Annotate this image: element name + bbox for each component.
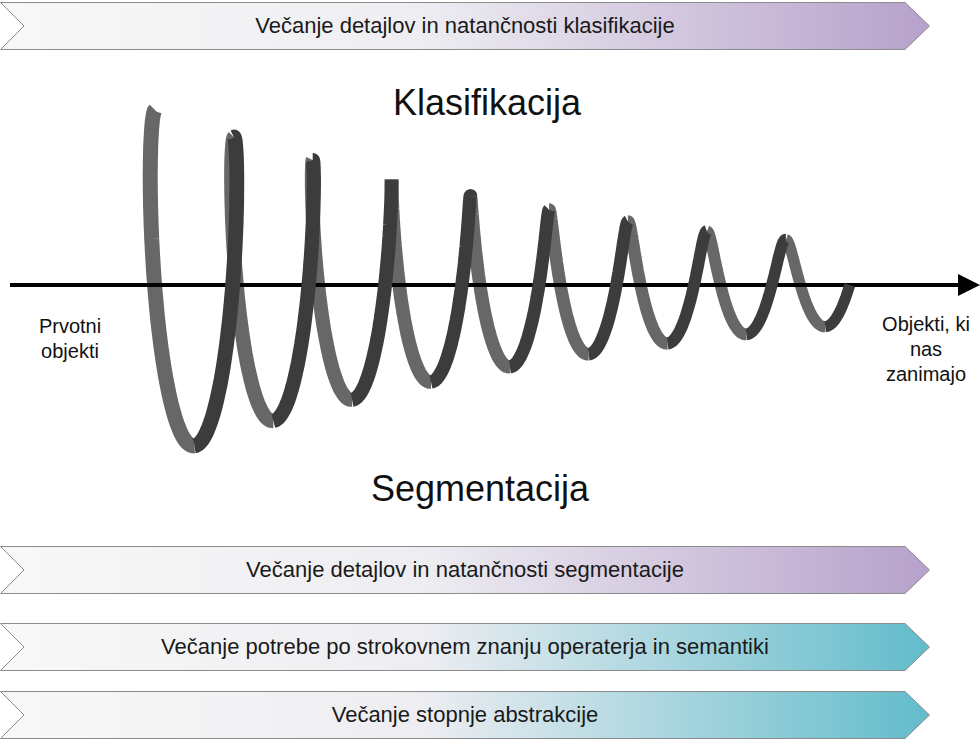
chevron-outline (1, 3, 930, 50)
spiral-ribbon (628, 221, 668, 343)
axis-end-label: Prvotni objekti (15, 314, 125, 364)
spiral-back (150, 110, 825, 446)
band-text: Večanje stopnje abstrakcije (0, 691, 930, 739)
spiral-ribbon (825, 285, 850, 327)
spiral-ribbon (510, 210, 549, 367)
axis-line (10, 283, 962, 287)
band-text: Večanje potrebe po strokovnem znanju ope… (0, 623, 930, 671)
spiral-ribbon (431, 196, 470, 382)
chevron-band: Večanje stopnje abstrakcije (0, 691, 930, 739)
spiral-ribbon (273, 160, 314, 421)
chevron-band: Večanje detajlov in natančnosti klasifik… (0, 2, 930, 50)
axis-end-label: Objekti, ki nas zanimajo (878, 312, 974, 387)
spiral-ribbon (746, 240, 786, 335)
spiral-ribbon (470, 196, 510, 367)
spiral-front (155, 110, 850, 446)
chevron-outline (1, 624, 930, 671)
axis-arrowhead (958, 274, 980, 296)
chevron-outline (1, 692, 930, 739)
spiral-ribbon (707, 231, 747, 334)
band-text: Večanje detajlov in natančnosti klasifik… (0, 2, 930, 50)
band-text: Večanje detajlov in natančnosti segmenta… (0, 546, 930, 594)
spiral-ribbon (194, 137, 236, 446)
spiral-ribbon (150, 110, 194, 446)
spiral-ribbon (589, 221, 628, 354)
chevron-outline (1, 547, 930, 594)
spiral-ribbon (668, 231, 707, 343)
chevron-band: Večanje potrebe po strokovnem znanju ope… (0, 623, 930, 671)
section-heading: Klasifikacija (327, 82, 647, 123)
chevron-band: Večanje detajlov in natančnosti segmenta… (0, 546, 930, 594)
section-heading: Segmentacija (320, 468, 640, 509)
spiral-ribbon (549, 210, 589, 355)
spiral-ribbon (352, 180, 392, 400)
